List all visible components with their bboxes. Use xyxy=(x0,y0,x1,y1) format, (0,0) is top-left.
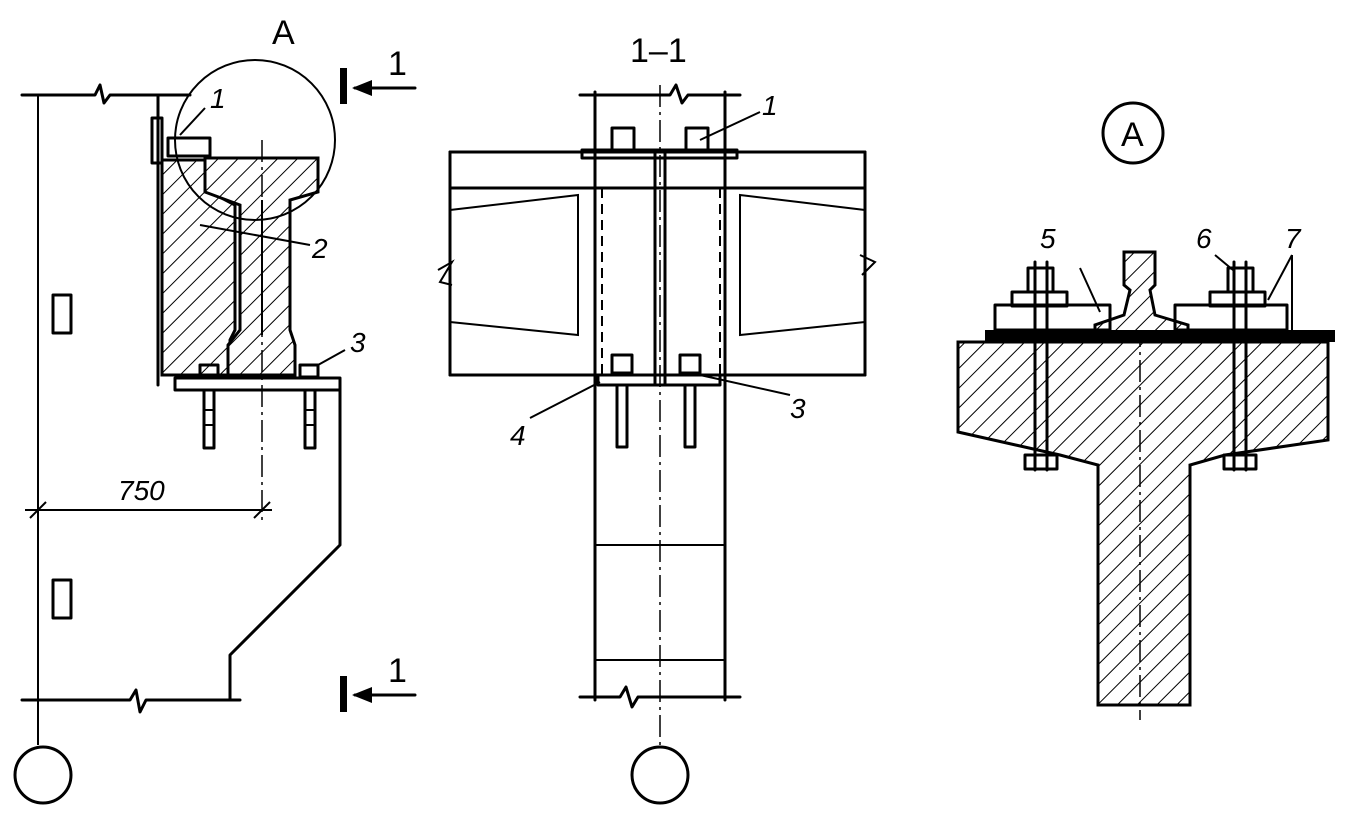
corbel-outline xyxy=(228,383,342,702)
column-top-break xyxy=(578,83,742,105)
part-number-4: 4 xyxy=(510,420,526,451)
dimension-tick xyxy=(253,501,271,519)
part-number-7: 7 xyxy=(1285,223,1302,254)
rail-clamp-right xyxy=(1173,303,1289,332)
side-view: A 1 2 3 750 1 1 xyxy=(13,14,417,805)
section-marker-top: 1 xyxy=(340,45,417,104)
detail-callout-label: A xyxy=(272,14,295,52)
detail-title-label: A xyxy=(1121,116,1144,154)
section-title: 1–1 xyxy=(630,32,687,70)
rail-side-plate xyxy=(150,116,164,165)
dimension-value: 750 xyxy=(118,475,165,506)
section-mark-label: 1 xyxy=(388,652,407,690)
leader-1 xyxy=(179,107,206,136)
leader-6 xyxy=(1214,254,1234,271)
section-marker-bottom: 1 xyxy=(340,652,417,712)
grid-axis-bubble xyxy=(630,745,690,805)
beam-flange-section xyxy=(956,340,1330,707)
part-number-3: 3 xyxy=(790,393,806,424)
support-plate xyxy=(173,376,342,392)
fastening-bolt xyxy=(1222,260,1258,472)
leader-1 xyxy=(699,111,761,141)
beam-break xyxy=(859,254,877,276)
elastic-pad xyxy=(985,330,1335,342)
column-bottom-break xyxy=(578,685,742,709)
part-number-1: 1 xyxy=(762,90,778,121)
detail-view: A 5 6 7 xyxy=(956,101,1335,720)
anchor-bolt xyxy=(298,363,320,450)
leader-5 xyxy=(1079,267,1101,313)
leader-4 xyxy=(529,381,601,419)
bolt-nut xyxy=(1226,266,1255,294)
rail-clip xyxy=(166,136,212,158)
grid-axis-bubble xyxy=(13,745,73,805)
part-number-5: 5 xyxy=(1040,223,1056,254)
anchor-bolt xyxy=(610,353,634,449)
anchor-bolt xyxy=(198,363,220,450)
detail-callout-circle xyxy=(174,59,336,221)
support-plate xyxy=(596,373,722,387)
beam-web-taper xyxy=(449,193,579,337)
rail-clamp-left xyxy=(993,303,1112,332)
embedded-plate xyxy=(51,578,73,620)
beam-break xyxy=(437,259,455,286)
part-number-3: 3 xyxy=(350,327,366,358)
fastening-bolt xyxy=(1023,260,1059,472)
leader-7 xyxy=(1267,254,1293,301)
leader-3 xyxy=(317,349,346,366)
part-number-1: 1 xyxy=(210,83,226,114)
detail-title-circle xyxy=(1101,101,1165,165)
column-bottom-break xyxy=(20,688,242,714)
leader-2 xyxy=(199,224,311,246)
rail-fastener xyxy=(580,126,739,160)
column-top-break xyxy=(20,83,192,105)
dimension-tick xyxy=(29,501,47,519)
beam-web-taper xyxy=(739,193,866,337)
embedded-plate xyxy=(51,293,73,335)
part-number-2: 2 xyxy=(311,233,328,264)
leader-3 xyxy=(699,374,791,396)
section-mark-label: 1 xyxy=(388,45,407,83)
anchor-bolt xyxy=(678,353,702,449)
part-number-6: 6 xyxy=(1196,223,1212,254)
bolt-nut xyxy=(1026,266,1055,294)
section-view: 1–1 xyxy=(437,32,877,805)
